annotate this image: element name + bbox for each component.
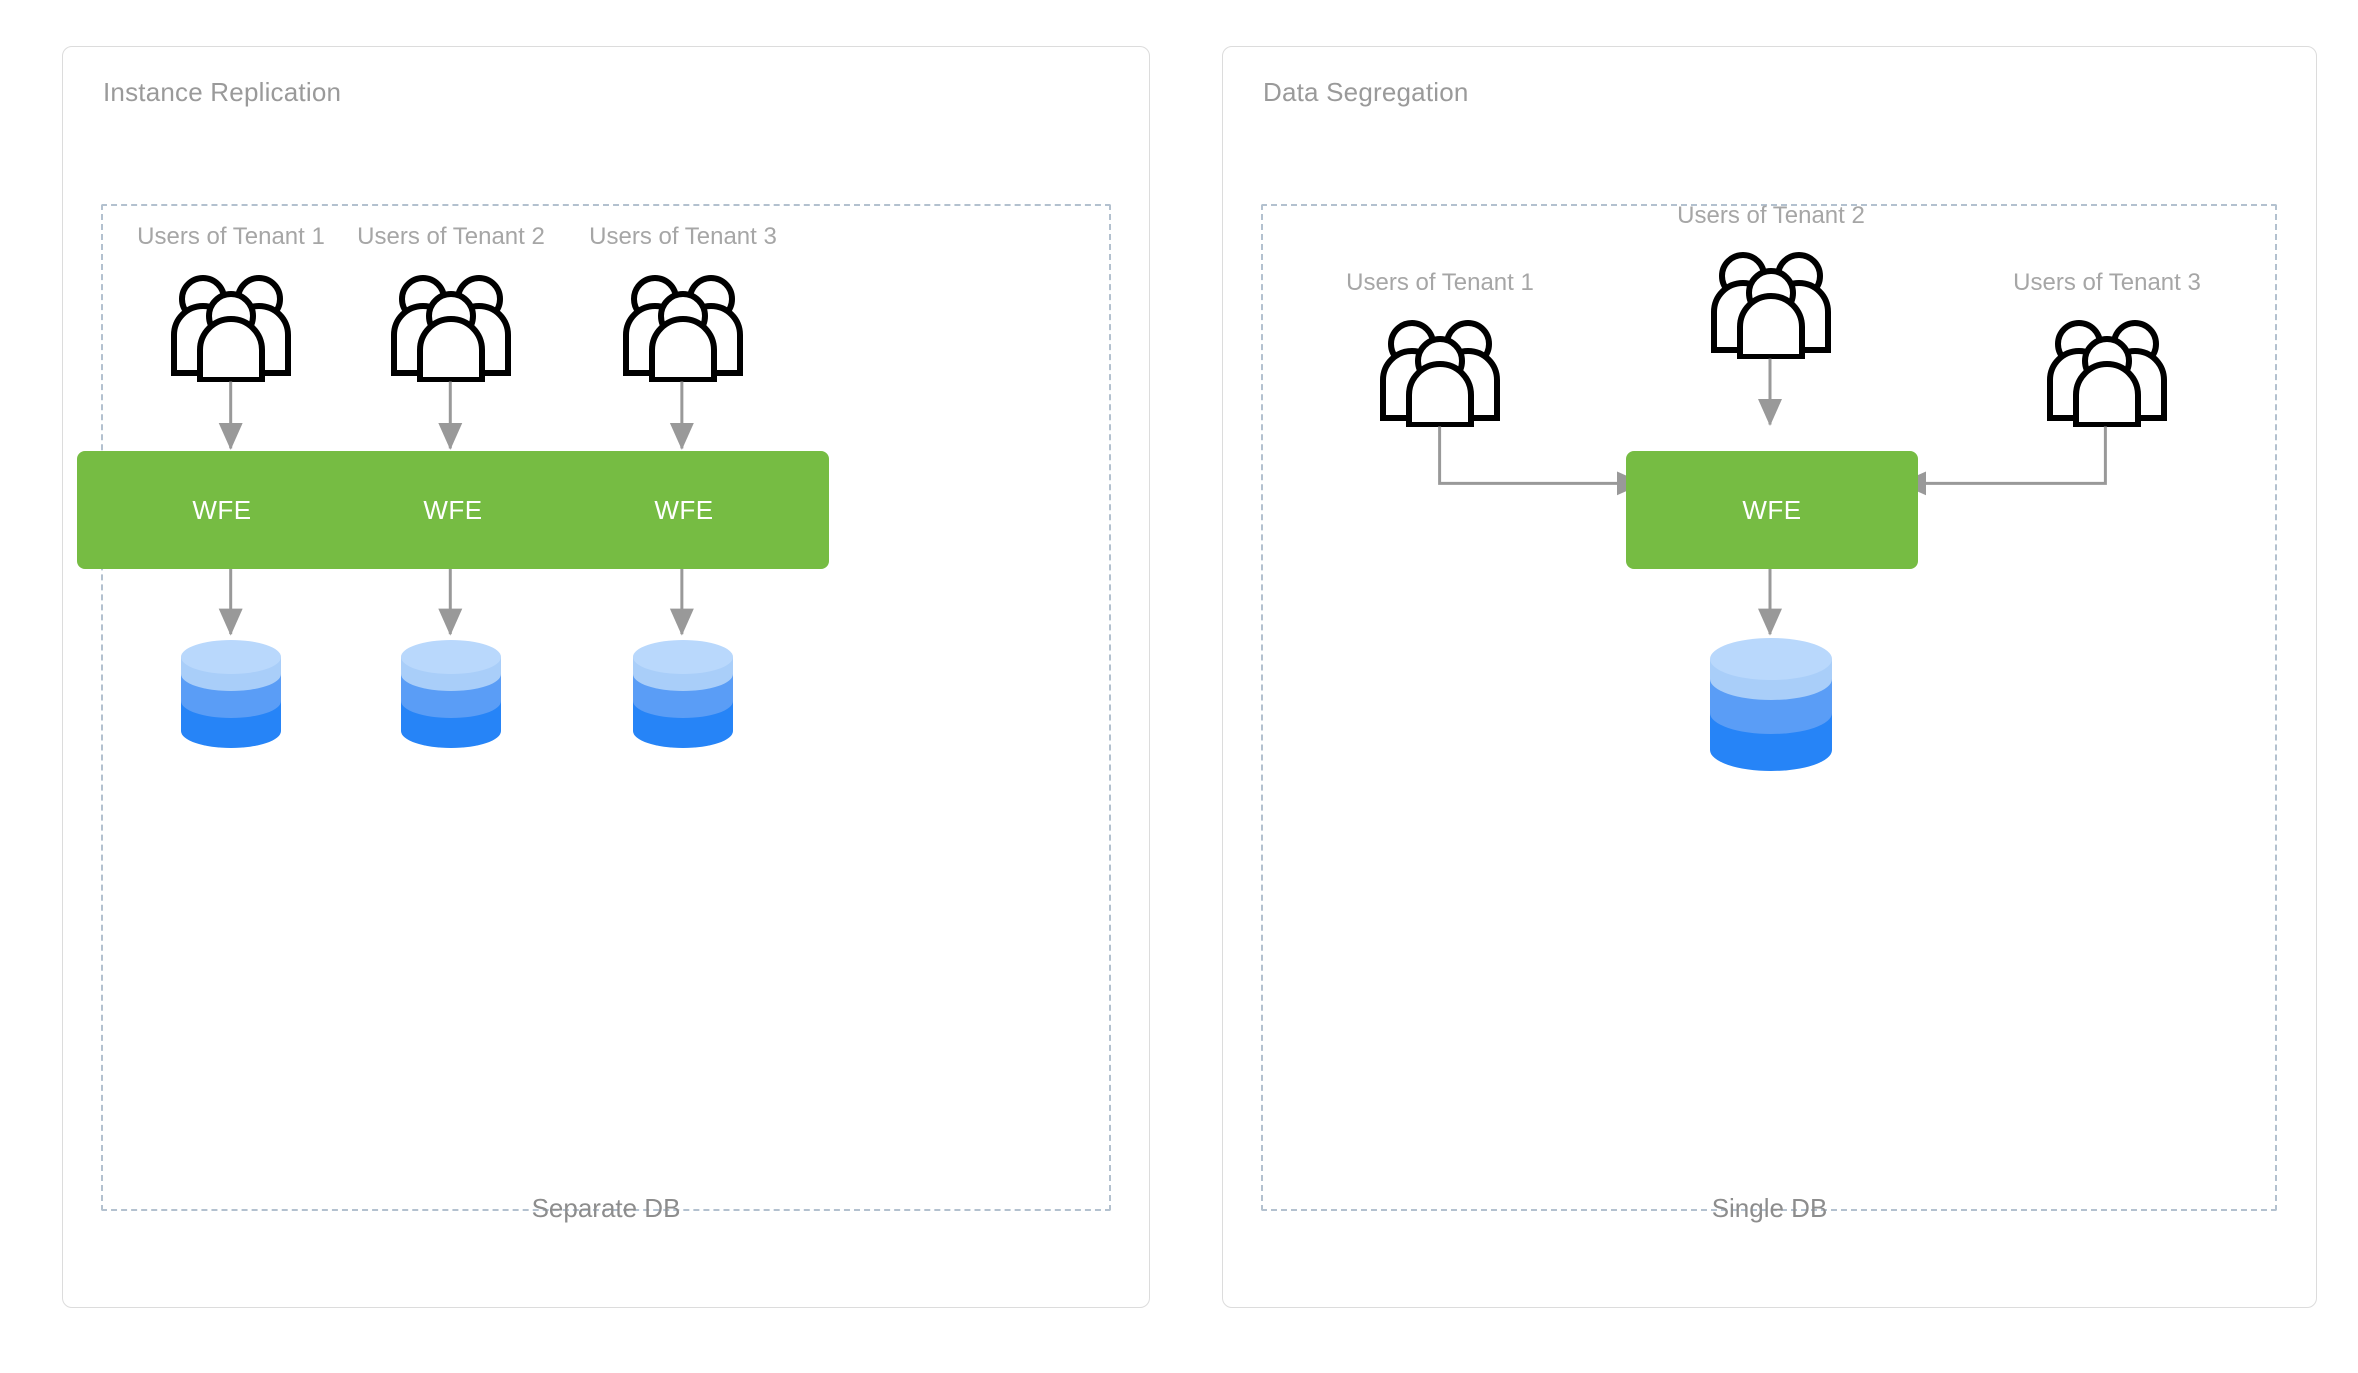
database-cylinder-icon (396, 639, 506, 774)
wfe-box-shared-label: WFE (1742, 494, 1802, 525)
dashed-region-separate-db (101, 204, 1111, 1211)
tenant-label-3: Users of Tenant 3 (2013, 269, 2201, 296)
panel-data-segregation: Data Segregation Users of Tenant 1 Users… (1222, 46, 2317, 1308)
footer-label-separate-db: Separate DB (531, 1193, 681, 1223)
database-cylinder-icon (176, 639, 286, 774)
database-cylinder-icon (628, 639, 738, 774)
database-cylinder-icon (1704, 637, 1838, 797)
dashed-region-single-db (1261, 204, 2277, 1211)
panel-instance-replication: Instance Replication Users of Tenant 1 U… (62, 46, 1150, 1308)
tenant-label-2: Users of Tenant 2 (1677, 202, 1865, 229)
users-group-icon (376, 272, 526, 387)
tenant-label-1: Users of Tenant 1 (1346, 269, 1534, 296)
panel-title-instance-replication: Instance Replication (103, 77, 342, 107)
footer-label-single-db: Single DB (1711, 1193, 1828, 1223)
users-group-icon (1365, 317, 1515, 432)
wfe-box-2-label: WFE (423, 494, 483, 525)
tenant-label-2: Users of Tenant 2 (357, 223, 545, 250)
users-group-icon (156, 272, 306, 387)
tenant-label-1: Users of Tenant 1 (137, 223, 325, 250)
wfe-box-3-label: WFE (654, 494, 714, 525)
wfe-box-3[interactable]: WFE (539, 451, 829, 569)
users-group-icon (2032, 317, 2182, 432)
wfe-box-shared[interactable]: WFE (1626, 451, 1918, 569)
users-group-icon (608, 272, 758, 387)
tenant-label-3: Users of Tenant 3 (589, 223, 777, 250)
wfe-box-1-label: WFE (192, 494, 252, 525)
users-group-icon (1696, 249, 1846, 364)
panel-title-data-segregation: Data Segregation (1263, 77, 1469, 107)
